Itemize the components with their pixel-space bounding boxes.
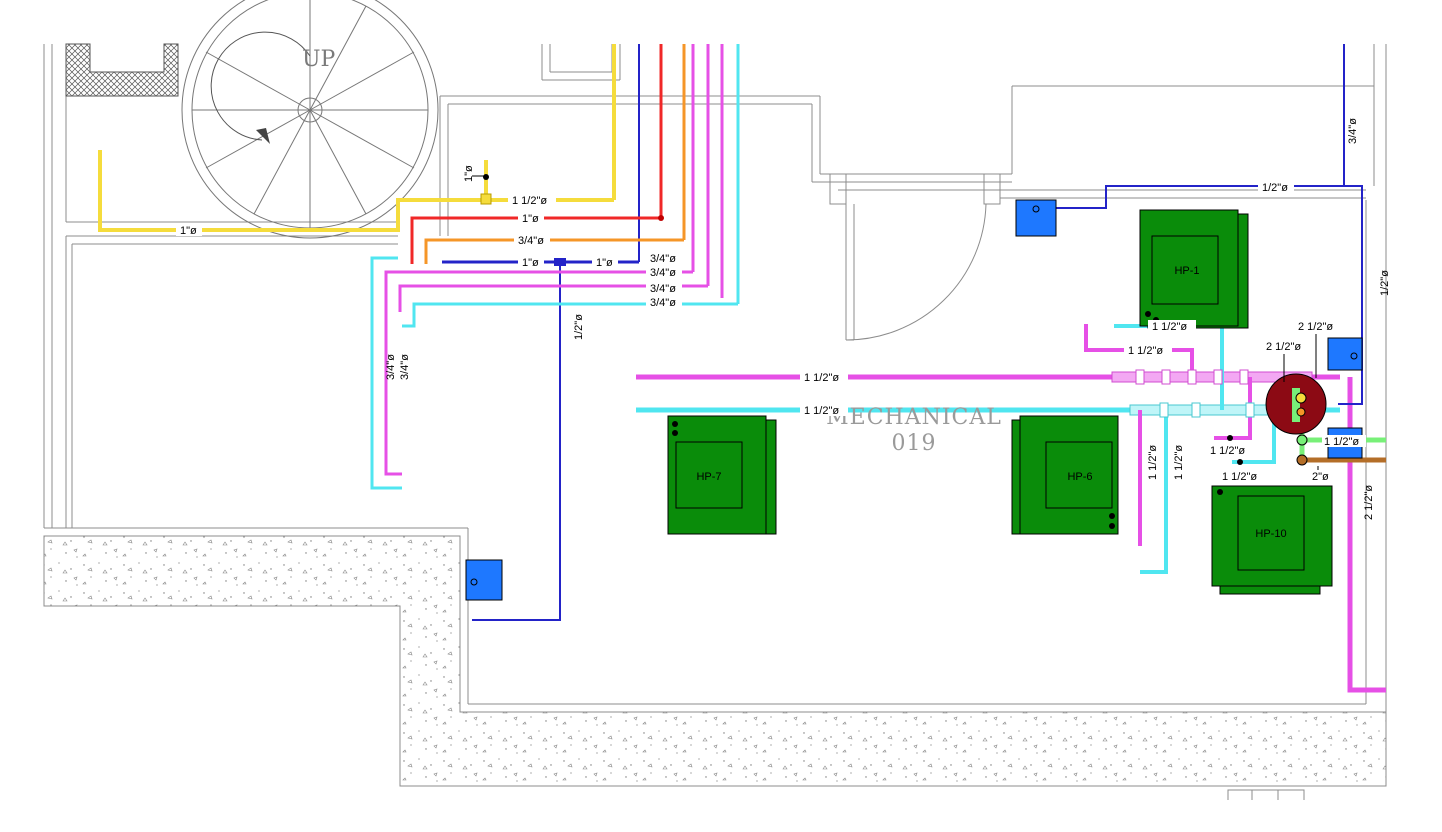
pipe-label: 1"ø	[463, 165, 475, 182]
pipe-cyan-branch	[370, 256, 738, 490]
pipe-label: 1 1/2"ø	[804, 405, 839, 417]
expansion-tank	[1265, 373, 1327, 466]
hp7-unit[interactable]: HP-7	[667, 415, 777, 535]
room-tag: MECHANICAL 019	[826, 405, 1002, 456]
pipe-label: 1 1/2"ø	[1147, 445, 1159, 480]
hatched-block	[65, 43, 179, 97]
pipe-label: 2 1/2"ø	[1298, 321, 1333, 333]
hp1-unit[interactable]: HP-1	[1139, 209, 1249, 329]
pipe-label: 3/4"ø	[518, 235, 544, 247]
pipe-label: 1/2"ø	[1262, 182, 1288, 194]
pipe-label: 2 1/2"ø	[1363, 485, 1375, 520]
pipe-label: 3/4"ø	[650, 267, 676, 279]
pipe-label: 2 1/2"ø	[1266, 341, 1301, 353]
hp10-unit[interactable]: HP-10	[1211, 485, 1333, 595]
pipe-yellow	[98, 150, 614, 232]
pipe-label: 1 1/2"ø	[1324, 436, 1359, 448]
pipe-label: 3/4"ø	[650, 253, 676, 265]
pipe-label: 2"ø	[1312, 471, 1329, 483]
pipe-label: 1 1/2"ø	[1173, 445, 1185, 480]
pipe-label: 1"ø	[522, 257, 539, 269]
pipe-label: 1 1/2"ø	[804, 372, 839, 384]
pipe-label: 3/4"ø	[650, 297, 676, 309]
pipe-label: 3/4"ø	[650, 283, 676, 295]
pipe-label: 1"ø	[180, 225, 197, 237]
pipe-label: 1 1/2"ø	[1222, 471, 1257, 483]
room-number: 019	[892, 431, 937, 456]
hp7-label: HP-7	[696, 471, 721, 483]
spiral-stair: UP	[181, 0, 439, 239]
pipe-labels: 1"ø 1"ø 1 1/2"ø 1"ø 3/4"ø 1"ø 1"ø 3/4"ø …	[176, 118, 1391, 520]
pipe-orange	[424, 238, 684, 264]
pipe-label: 1/2"ø	[1379, 270, 1391, 296]
fittings	[1135, 369, 1255, 418]
pipe-label: 1 1/2"ø	[1210, 445, 1245, 457]
pipe-label: 1 1/2"ø	[512, 195, 547, 207]
pipe-label: 1/2"ø	[573, 314, 585, 340]
pipe-label: 3/4"ø	[1347, 118, 1359, 144]
hp1-label: HP-1	[1174, 265, 1199, 277]
pipe-label: 1"ø	[522, 213, 539, 225]
blue-boxes	[465, 199, 1363, 601]
hp6-label: HP-6	[1067, 471, 1092, 483]
pipe-label: 1 1/2"ø	[1152, 321, 1187, 333]
pipe-label: 3/4"ø	[385, 354, 397, 380]
room-name: MECHANICAL	[826, 405, 1002, 430]
pipe-label: 3/4"ø	[399, 354, 411, 380]
stair-up-label: UP	[302, 47, 336, 72]
pipe-label: 1"ø	[596, 257, 613, 269]
hp10-label: HP-10	[1255, 528, 1286, 540]
pipe-magenta-branch	[384, 270, 708, 476]
hp6-unit[interactable]: HP-6	[1011, 415, 1119, 535]
pipe-red	[410, 215, 664, 264]
concrete-slab	[43, 535, 1387, 787]
pipes-top-risers	[612, 44, 740, 304]
pipe-label: 1 1/2"ø	[1128, 345, 1163, 357]
